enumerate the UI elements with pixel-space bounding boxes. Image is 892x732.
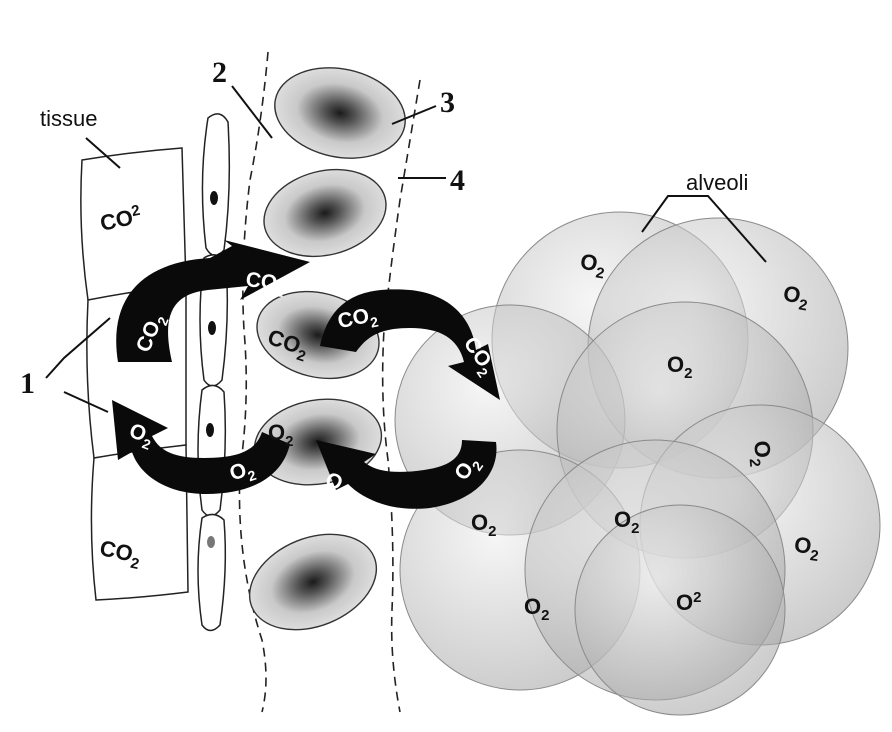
o2-arrow-blood-to-tissue (112, 400, 290, 494)
svg-text:O2: O2 (524, 594, 549, 624)
o2-arrow-alveoli-to-blood (316, 440, 497, 509)
red-blood-cells (248, 67, 406, 631)
alveoli-o2-labels: O2 O2 O2 O2 O2 O2 O2 O2 O2 (471, 248, 821, 624)
alveolus (574, 504, 786, 716)
label-3: 3 (440, 86, 455, 119)
label-4: 4 (450, 164, 465, 197)
svg-text:O2: O2 (667, 352, 692, 382)
endothelial-cell (197, 384, 227, 517)
co2-arrow-tissue-to-blood (116, 240, 310, 362)
svg-text:O2: O2 (578, 248, 608, 282)
arrow-gas-labels: CO2 CO2 CO2 CO2 O2 O2 O2 O2 (126, 268, 496, 503)
red-blood-cell (274, 67, 406, 159)
rbc-o2-label: O2 (268, 420, 293, 450)
capillary-wall-right (381, 79, 421, 713)
alveoli-label: alveoli (686, 170, 748, 195)
exchange-arrows (112, 240, 500, 509)
capillary-wall-left (238, 51, 269, 713)
svg-text:O2: O2 (744, 440, 776, 468)
co2-label-arrow: CO2 (244, 268, 287, 300)
svg-text:O2: O2 (792, 532, 821, 565)
leader-lines (45, 85, 767, 413)
endothelial-cell (201, 113, 231, 257)
red-blood-cell (263, 168, 387, 258)
label-2: 2 (212, 56, 227, 89)
alveoli-cluster (394, 211, 881, 716)
co2-arrow-blood-to-alveoli (320, 289, 500, 400)
red-blood-cell (248, 533, 378, 631)
endothelial-cell (197, 513, 227, 632)
svg-text:O2: O2 (614, 507, 639, 537)
tissue-label: tissue (40, 106, 97, 131)
svg-text:O2: O2 (471, 510, 496, 540)
cell-nuclei (206, 191, 218, 548)
label-1: 1 (20, 367, 35, 400)
svg-text:O2: O2 (781, 280, 811, 314)
svg-text:O2: O2 (676, 589, 701, 615)
